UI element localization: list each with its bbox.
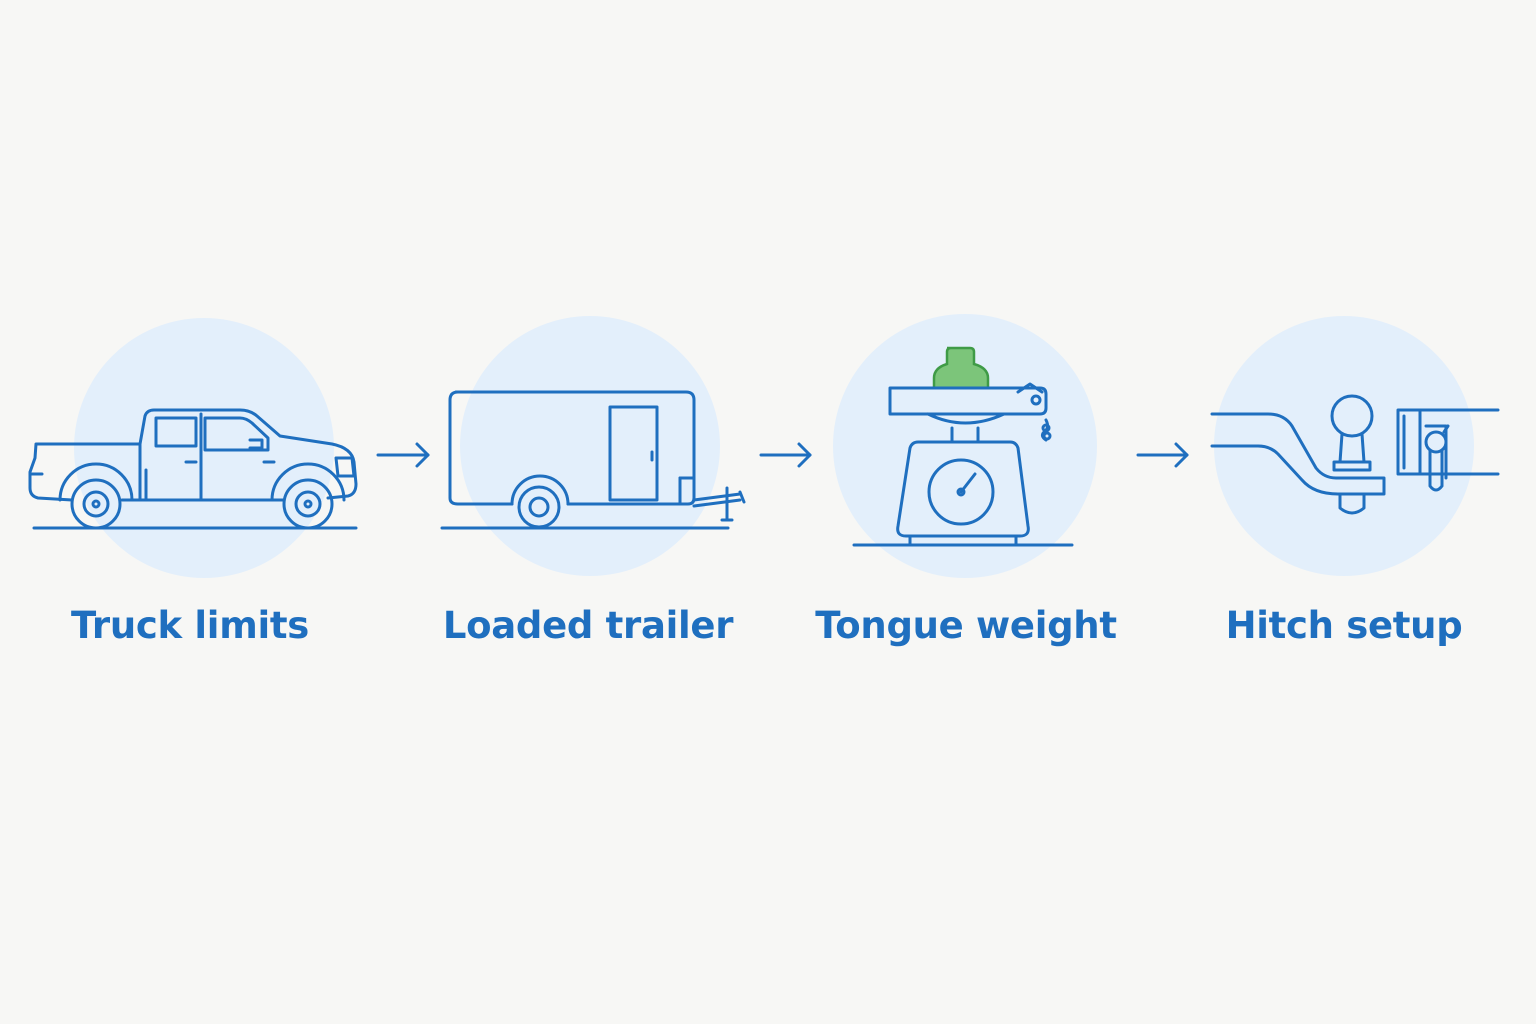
arrow-right-icon [759, 442, 812, 468]
arrow-right-icon [376, 442, 430, 468]
step-2-circle [460, 316, 720, 576]
step-2-label: Loaded trailer [442, 604, 734, 647]
pickup-truck-icon [28, 408, 358, 530]
ball-hitch-icon [1210, 394, 1500, 515]
step-1-label: Truck limits [71, 604, 309, 647]
step-4-label: Hitch setup [1225, 604, 1463, 647]
scale-icon [852, 346, 1074, 547]
step-3-label: Tongue weight [815, 604, 1117, 647]
step-4-circle [1214, 316, 1474, 576]
cargo-trailer-icon [440, 390, 746, 530]
arrow-right-icon [1136, 442, 1189, 468]
